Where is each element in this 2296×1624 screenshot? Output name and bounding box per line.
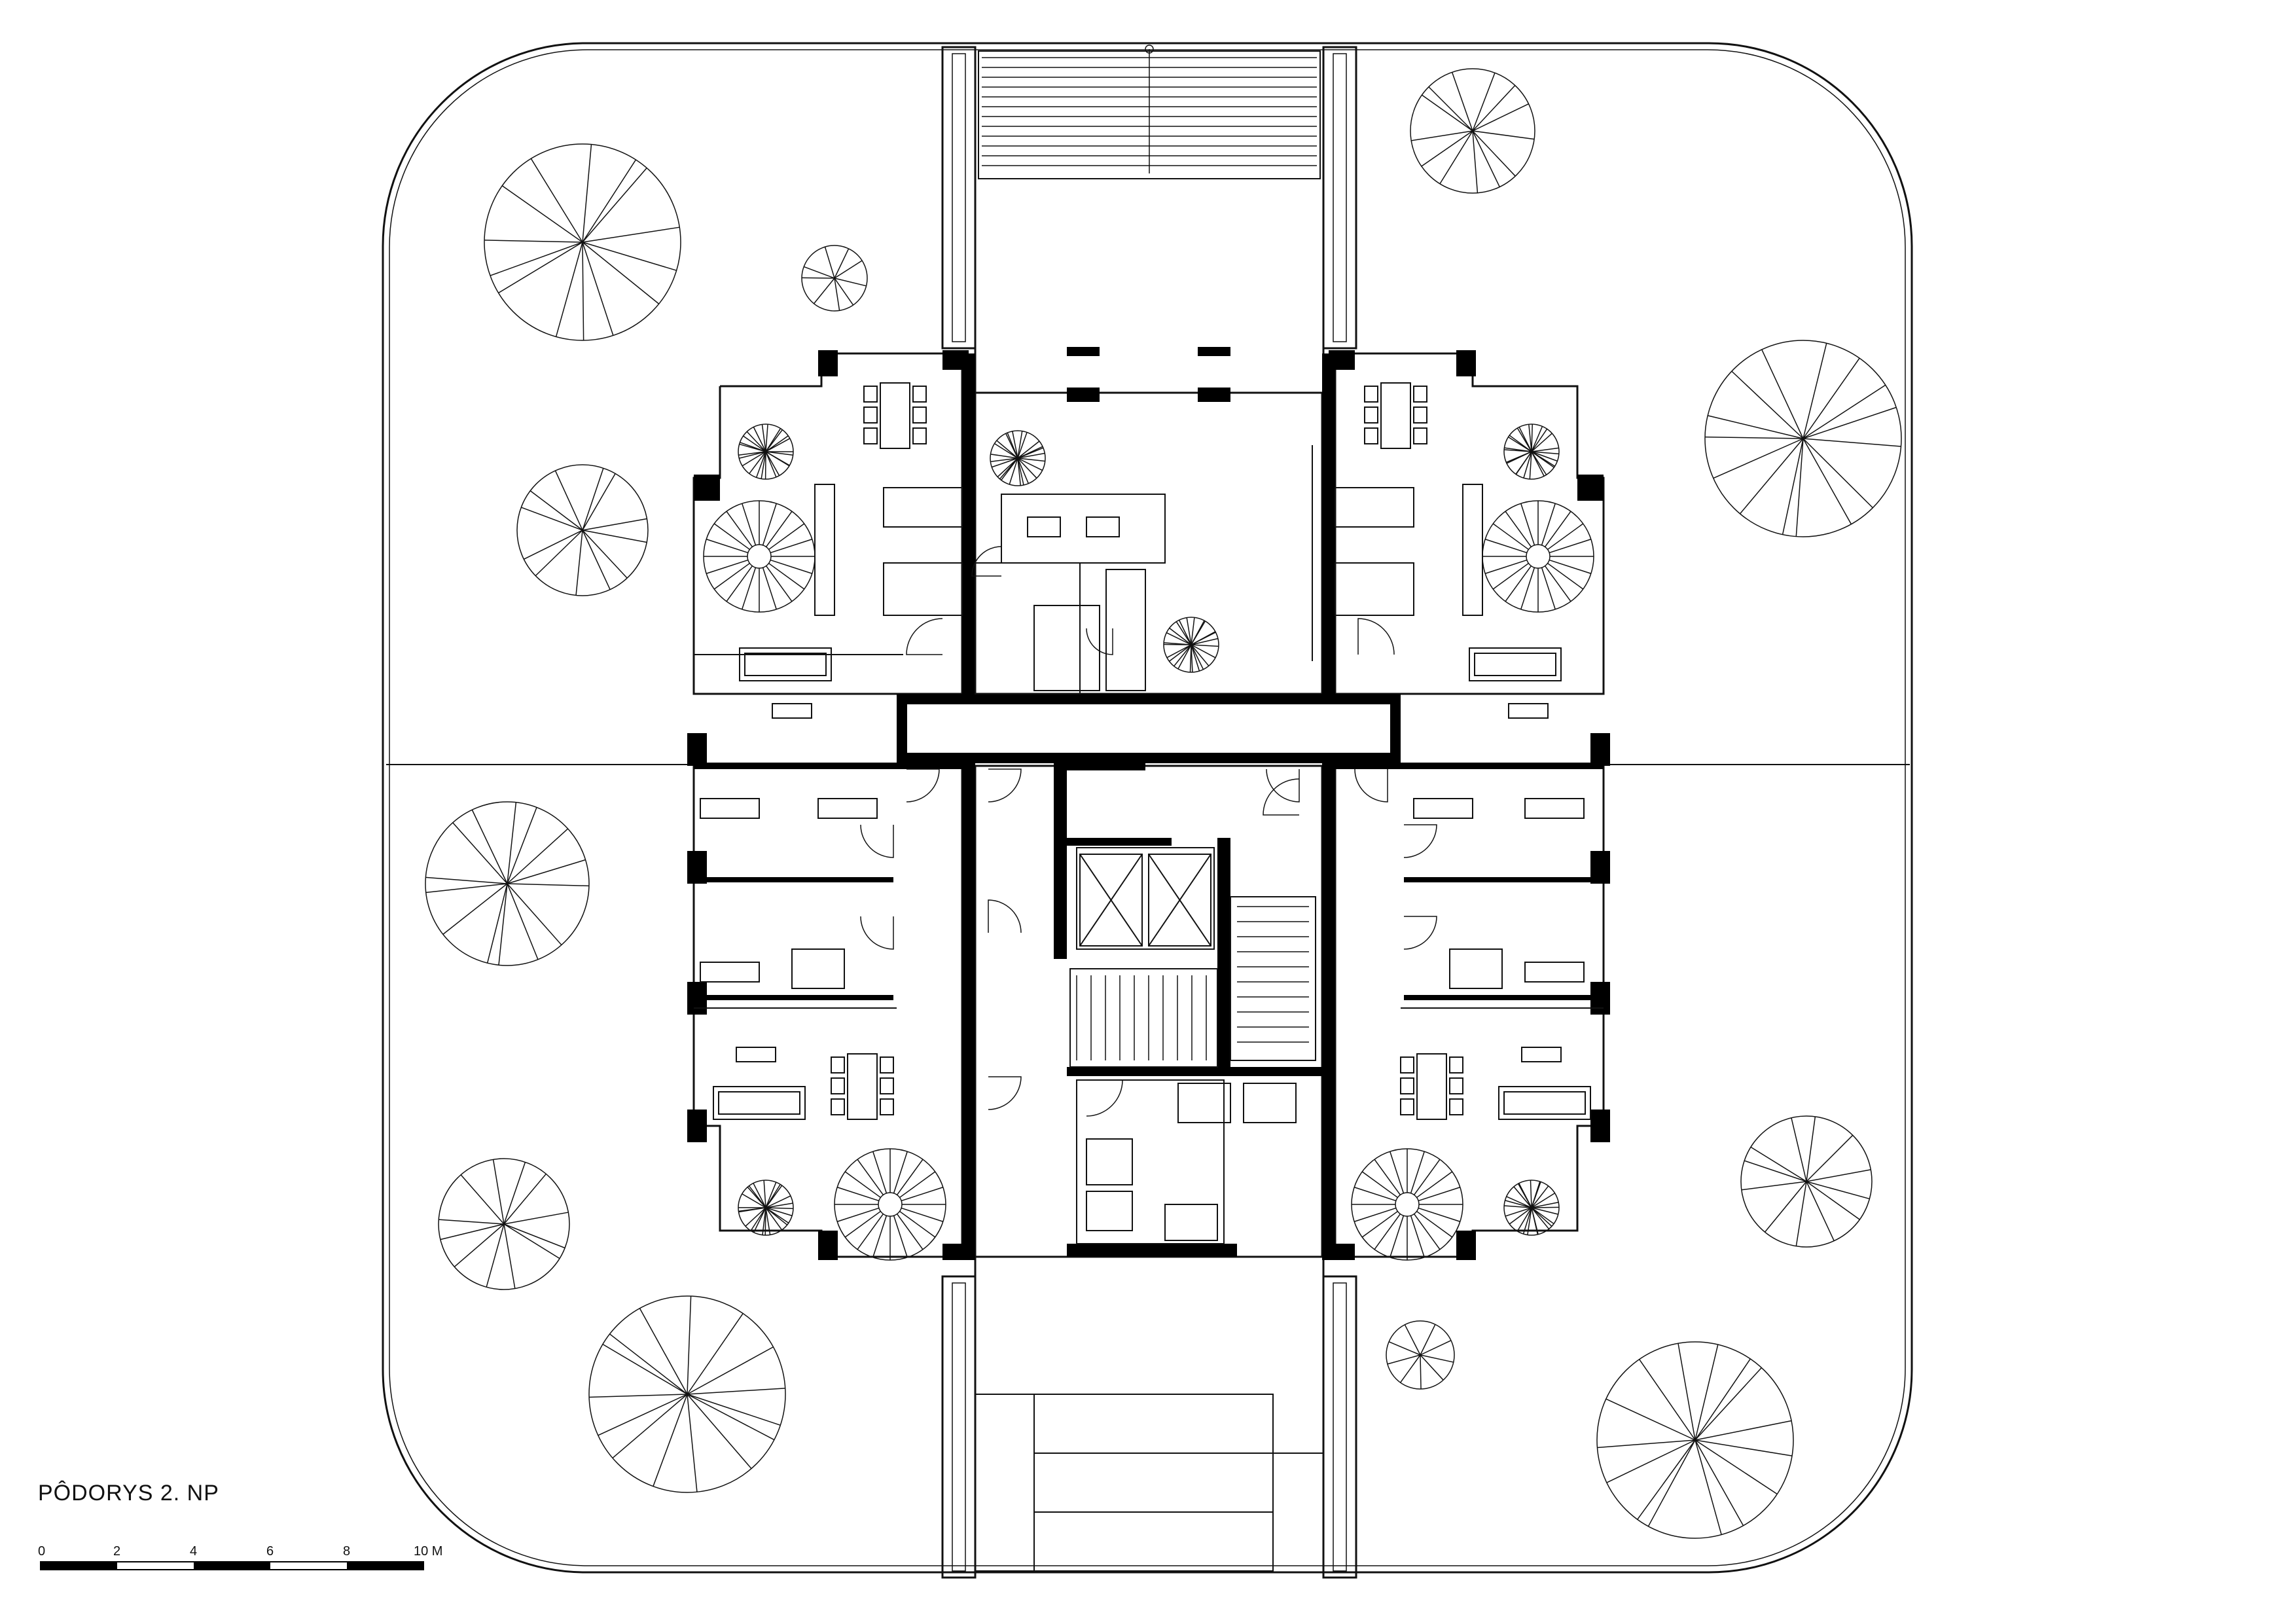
door-swing (906, 768, 940, 803)
trees (425, 68, 1902, 1539)
door-swing (1266, 768, 1300, 803)
door-swing (860, 824, 894, 858)
door-swing (1403, 916, 1437, 950)
scale-tick-label: 0 (38, 1544, 45, 1559)
low-table (736, 1047, 776, 1062)
low-table (1508, 703, 1549, 719)
tree-symbol (516, 464, 649, 596)
stair-start-marker (1145, 45, 1154, 54)
dining-set (1400, 1053, 1463, 1120)
scale-tick-label: 2 (113, 1544, 120, 1559)
sofa (1498, 1086, 1591, 1120)
sofa (739, 647, 832, 681)
walkways (941, 46, 1357, 1579)
door-swing (1357, 618, 1395, 655)
tree-symbol (438, 1158, 570, 1290)
sofa (713, 1086, 806, 1120)
tree-symbol (738, 424, 794, 480)
door-swing (860, 916, 894, 950)
low-table (1521, 1047, 1562, 1062)
tree-symbol (588, 1295, 786, 1493)
door-swing (1354, 768, 1388, 803)
scale-tick-label: 8 (343, 1544, 350, 1559)
site-outline (382, 42, 1913, 1574)
door-swings (860, 546, 1437, 1117)
tree-symbol (990, 430, 1046, 486)
scale-bar: 0 2 4 6 8 10 M (38, 1544, 442, 1570)
ramp-south (975, 1394, 1323, 1572)
spiral-stairs (703, 500, 1594, 1261)
furniture (713, 382, 1591, 1120)
tree-symbol (1704, 340, 1902, 537)
tree-symbol (1740, 1115, 1873, 1248)
spiral-stair-symbol (1482, 500, 1594, 613)
tree-symbol (1386, 1320, 1455, 1390)
dining-set (863, 382, 927, 449)
door-swing (1086, 1079, 1123, 1117)
tree-symbol (1410, 68, 1535, 194)
tree-symbol (425, 801, 590, 966)
door-swing (988, 899, 1022, 933)
dining-set (1364, 382, 1427, 449)
door-swing (988, 1076, 1022, 1110)
low-table (772, 703, 812, 719)
tree-symbol (1503, 1180, 1560, 1236)
tree-symbol (801, 245, 868, 312)
scale-tick-label: 4 (190, 1544, 197, 1559)
building-floor-plan (687, 45, 1610, 1261)
door-swing (1086, 628, 1113, 655)
door-swing (1263, 778, 1300, 816)
drawing-title: PÔDORYS 2. NP (38, 1481, 219, 1506)
sofa (1469, 647, 1562, 681)
tree-symbol (484, 143, 681, 341)
dining-set (831, 1053, 894, 1120)
spiral-stair-symbol (834, 1148, 946, 1261)
door-swing (906, 618, 943, 655)
spiral-stair-symbol (703, 500, 816, 613)
door-swing (988, 768, 1022, 803)
stair-treads (982, 45, 1317, 1060)
scale-tick-label: 6 (266, 1544, 274, 1559)
tree-symbol (1503, 424, 1560, 480)
scale-tick-label: 10 M (414, 1544, 442, 1559)
door-swing (1403, 824, 1437, 858)
spiral-stair-symbol (1351, 1148, 1463, 1261)
tree-symbol (738, 1180, 794, 1236)
tree-symbol (1596, 1341, 1794, 1539)
door-swing (971, 546, 1002, 577)
tree-symbol (1163, 617, 1219, 673)
